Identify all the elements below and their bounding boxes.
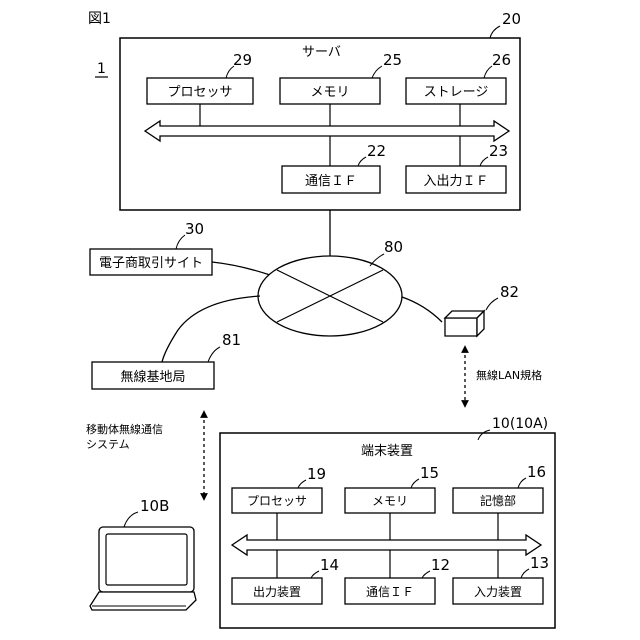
laptop-ref: 10B (140, 497, 169, 515)
server-processor-label: プロセッサ (167, 85, 232, 100)
router-device-82 (445, 311, 484, 336)
ecommerce-site-leader (176, 235, 185, 249)
server-storage-leader (484, 66, 492, 78)
system-ref: 1 (97, 61, 106, 77)
terminal-processor-ref: 19 (307, 465, 326, 483)
server-memory-leader (372, 66, 382, 78)
terminal-title: 端末装置 (361, 444, 413, 459)
server-comm-if-ref: 22 (367, 142, 386, 160)
terminal-comm-if-ref: 12 (431, 556, 450, 574)
laptop-icon (90, 527, 196, 610)
network-device82-link (402, 297, 442, 322)
mobile-comm-label-line2: システム (86, 438, 130, 451)
terminal-output-leader (311, 571, 319, 578)
terminal-storage-label: 記憶部 (480, 493, 516, 508)
terminal-input-ref: 13 (530, 554, 549, 572)
server-comm-if-label: 通信ＩＦ (305, 174, 357, 189)
wireless-lan-label: 無線LAN規格 (476, 368, 542, 382)
terminal-processor-leader (298, 480, 306, 488)
server-ref: 20 (502, 10, 521, 28)
terminal-memory-ref: 15 (420, 464, 439, 482)
server-io-if-ref: 23 (489, 142, 508, 160)
figure-label: 図1 (88, 11, 111, 27)
mobile-comm-label-line1: 移動体無線通信 (86, 422, 163, 436)
server-title: サーバ (302, 45, 341, 60)
terminal-ref-leader (478, 430, 490, 440)
server-storage-label: ストレージ (424, 85, 489, 100)
base-station-ref: 81 (222, 331, 241, 349)
ecommerce-site-ref: 30 (185, 220, 204, 238)
device-82-ref: 82 (500, 283, 519, 301)
terminal-input-label: 入力装置 (474, 585, 522, 599)
terminal-bus-arrow (232, 535, 541, 555)
server-ref-leader (490, 26, 500, 38)
terminal-input-leader (521, 569, 529, 578)
server-storage-ref: 26 (492, 51, 511, 69)
network-base-station-link (162, 296, 260, 362)
server-io-if-label: 入出力ＩＦ (423, 174, 488, 189)
server-memory-ref: 25 (383, 51, 402, 69)
terminal-memory-label: メモリ (372, 494, 408, 508)
server-comm-if-leader (358, 157, 366, 166)
ecommerce-site-label: 電子商取引サイト (99, 256, 203, 271)
terminal-output-label: 出力装置 (253, 585, 301, 599)
base-station-label: 無線基地局 (120, 369, 185, 385)
terminal-storage-leader (518, 478, 526, 488)
server-memory-label: メモリ (310, 85, 349, 100)
device-82-leader (486, 298, 498, 310)
terminal-processor-label: プロセッサ (247, 494, 307, 508)
terminal-comm-if-label: 通信ＩＦ (366, 585, 414, 599)
ecommerce-network-link (212, 262, 270, 275)
terminal-ref: 10(10A) (492, 416, 548, 432)
network-ref: 80 (384, 238, 403, 256)
terminal-comm-if-leader (422, 571, 430, 578)
terminal-output-ref: 14 (320, 556, 339, 574)
base-station-leader (208, 347, 220, 362)
terminal-memory-leader (411, 479, 419, 488)
terminal-storage-ref: 16 (527, 463, 546, 481)
server-processor-ref: 29 (233, 51, 252, 69)
laptop-ref-leader (124, 512, 138, 527)
server-io-if-leader (480, 157, 488, 166)
